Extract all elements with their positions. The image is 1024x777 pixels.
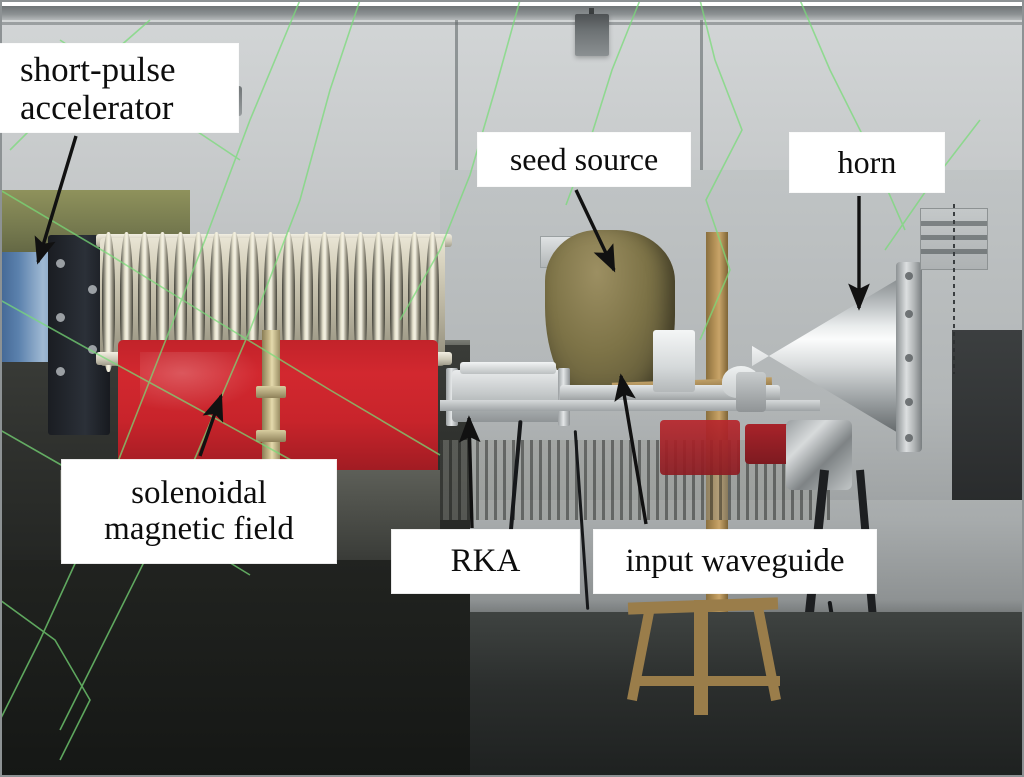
callout-solenoidal-line2: magnetic field — [104, 510, 294, 547]
instrument-box — [653, 330, 695, 392]
callout-input-waveguide: input waveguide — [594, 530, 876, 593]
red-equipment-box — [660, 420, 740, 475]
sawhorse-center-post — [694, 600, 708, 715]
rka-tube-body — [452, 370, 564, 422]
callout-horn: horn — [790, 133, 944, 192]
callout-rka: RKA — [392, 530, 579, 593]
callout-accelerator-line2: accelerator — [20, 88, 174, 127]
callout-solenoidal-magnetic-field: solenoidal magnetic field — [62, 460, 336, 563]
horn-aperture-flange — [896, 262, 922, 452]
hanging-chain — [953, 204, 955, 374]
pipe-collar-lower — [256, 430, 286, 442]
callout-seed-source: seed source — [478, 133, 690, 186]
right-equipment-rack — [952, 330, 1024, 500]
rka-tube-top — [460, 362, 556, 374]
ceiling-light-fixture — [575, 14, 609, 56]
pipe-collar-upper — [256, 386, 286, 398]
callout-solenoidal-line1: solenoidal — [131, 474, 267, 511]
red-tank-highlight — [140, 352, 260, 412]
horn-throat — [736, 372, 766, 412]
ceiling-beam — [0, 6, 1024, 20]
callout-accelerator-line1: short-pulse — [20, 50, 176, 90]
ceiling-wall-seam — [0, 22, 1024, 25]
callout-short-pulse-accelerator: short-pulse accelerator — [0, 44, 238, 132]
sawhorse-brace — [632, 676, 780, 686]
